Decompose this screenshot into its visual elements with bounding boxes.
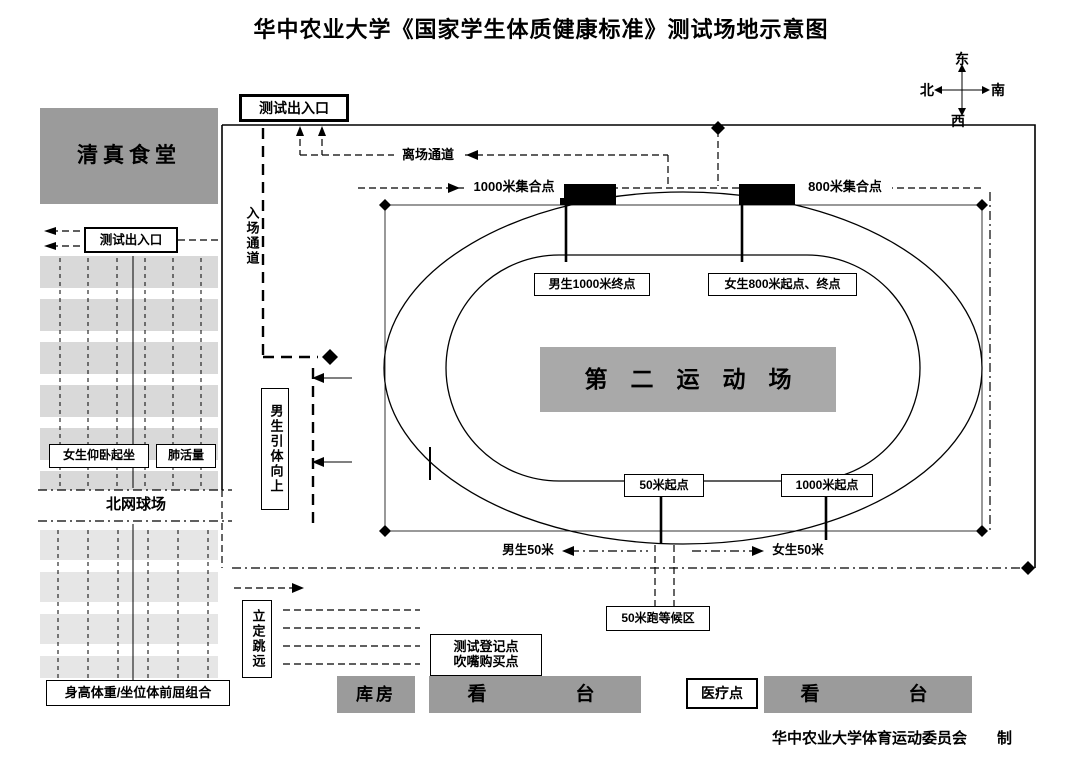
entry-path (261, 128, 338, 365)
start-blocks (560, 184, 795, 262)
lung-capacity-station: 肺活量 (156, 444, 216, 468)
start-50m-label: 50米起点 (624, 474, 704, 497)
height-weight-station: 身高体重/坐位体前屈组合 (46, 680, 230, 706)
sprint-start-lines (429, 447, 828, 606)
north-tennis-court-lower (40, 530, 218, 678)
entry-corridor-label: 入场通道 (244, 206, 260, 266)
canteen-building: 清真食堂 (40, 108, 218, 204)
long-jump-station: 立定跳远 (242, 600, 272, 678)
start-1000m-label: 1000米起点 (781, 474, 873, 497)
compass-west: 西 (951, 112, 965, 129)
assembly-800m-label: 800米集合点 (798, 177, 892, 198)
tennis-court-label: 北网球场 (92, 493, 180, 517)
waiting-area-50m-label: 50米跑等候区 (606, 606, 710, 631)
pullup-path (311, 368, 352, 523)
exit-path (296, 121, 725, 188)
registration-line1: 测试登记点 (453, 639, 519, 655)
field-boundary (221, 124, 1036, 575)
long-jump-lanes (234, 583, 420, 665)
compass-arrows (934, 64, 990, 116)
boys-1000m-finish-label: 男生1000米终点 (534, 273, 650, 296)
compass-east: 东 (955, 50, 969, 67)
credit-line: 华中农业大学体育运动委员会 制 (771, 730, 1012, 748)
exit-corridor-label: 离场通道 (394, 144, 462, 166)
assembly-1000m-label: 1000米集合点 (464, 177, 564, 198)
second-sports-field: 第 二 运 动 场 (540, 347, 836, 412)
page-title: 华中农业大学《国家学生体质健康标准》测试场地示意图 (253, 17, 829, 43)
pullup-station: 男生引体向上 (261, 388, 289, 510)
registration-line2: 吹嘴购买点 (453, 654, 519, 669)
medical-point: 医疗点 (686, 678, 758, 709)
compass-south: 南 (991, 81, 1005, 98)
test-entrance-top: 测试出入口 (239, 94, 349, 122)
registration-point: 测试登记点 吹嘴购买点 (430, 634, 542, 676)
storeroom-building: 库房 (337, 676, 415, 713)
boys-50m-label: 男生50米 (494, 540, 562, 560)
stand-right: 看 台 (764, 676, 972, 713)
girls-800m-start-finish-label: 女生800米起点、终点 (708, 273, 857, 296)
girls-50m-label: 女生50米 (764, 540, 832, 560)
test-entrance-court: 测试出入口 (84, 227, 178, 253)
stand-left: 看 台 (429, 676, 641, 713)
compass-north: 北 (920, 81, 934, 98)
situp-station: 女生仰卧起坐 (49, 444, 149, 468)
